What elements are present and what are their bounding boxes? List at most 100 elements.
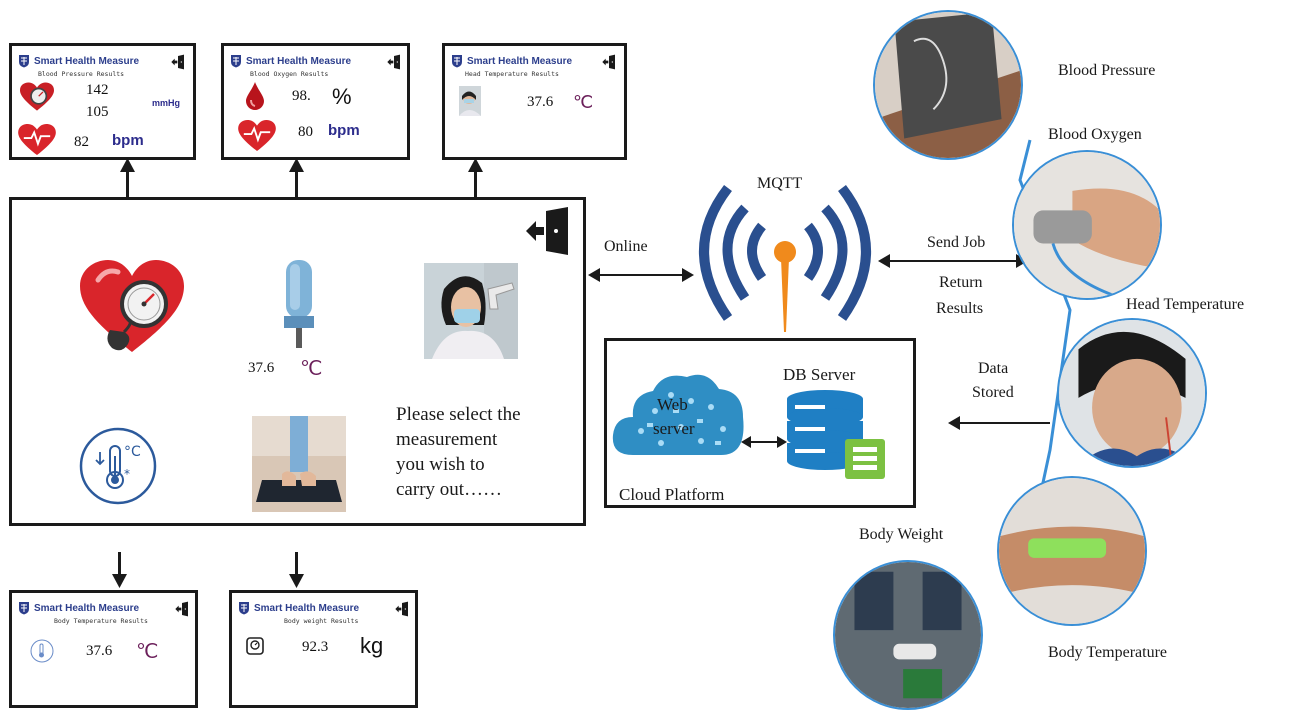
arrow-down-icon: [112, 574, 127, 588]
shield-logo-icon: [451, 54, 463, 68]
shield-logo-icon: [18, 601, 30, 615]
main-temp-value: 37.6: [248, 360, 275, 376]
exit-door-icon[interactable]: [601, 54, 617, 70]
measurement-selection-panel: 37.6 ℃ °C * Please select the measuremen…: [9, 197, 586, 526]
spo2-value: 98.: [292, 88, 311, 104]
prompt-line: Please select the: [396, 404, 521, 425]
arrow-right-icon: [777, 436, 787, 448]
return-results-label: Return: [939, 274, 983, 291]
body-temperature-screen: Smart Health Measure Body Temperature Re…: [9, 590, 198, 708]
blood-pressure-screen: Smart Health Measure Blood Pressure Resu…: [9, 43, 196, 160]
online-label: Online: [604, 238, 648, 255]
blood-pressure-heart-icon[interactable]: [80, 260, 184, 356]
arrow-right-icon: [682, 268, 694, 282]
blood-pressure-device-photo: [873, 10, 1023, 160]
arrow-left-icon: [741, 436, 751, 448]
blood-oxygen-device-label: Blood Oxygen: [1048, 126, 1142, 143]
spo2-unit: %: [332, 84, 352, 109]
heart-rate-value: 82: [74, 134, 89, 150]
heart-gauge-icon: [20, 82, 54, 111]
systolic-value: 142: [86, 82, 109, 98]
arrow-left-icon: [948, 416, 960, 430]
cloud-platform-label: Cloud Platform: [619, 485, 725, 504]
body-weight-device-label: Body Weight: [859, 526, 944, 543]
exit-door-icon[interactable]: [394, 601, 410, 617]
body-weight-value: 92.3: [302, 639, 329, 655]
arrow-up-icon: [289, 158, 304, 172]
app-header: Smart Health Measure: [18, 54, 139, 68]
web-server-label: server: [653, 419, 695, 438]
exit-door-icon[interactable]: [524, 206, 572, 256]
pressure-unit: mmHg: [152, 98, 181, 108]
prompt-line: measurement: [396, 429, 498, 450]
selection-prompt: Please select the measurement you wish t…: [396, 402, 576, 502]
return-results-label: Results: [936, 300, 984, 317]
app-title: Smart Health Measure: [467, 55, 573, 67]
arrow-left-icon: [588, 268, 600, 282]
connector: [958, 422, 1050, 424]
head-temperature-screen: Smart Health Measure Head Temperature Re…: [442, 43, 627, 160]
head-temperature-device-photo: [1057, 318, 1207, 468]
screen-subtitle: Blood Pressure Results: [38, 70, 125, 78]
head-scan-photo-icon: [459, 86, 481, 116]
heart-rate-unit: bpm: [112, 132, 144, 149]
app-title: Smart Health Measure: [34, 602, 140, 614]
body-weight-device-photo: [833, 560, 983, 710]
arrow-up-icon: [120, 158, 135, 172]
app-header: Smart Health Measure: [230, 54, 351, 68]
app-title: Smart Health Measure: [34, 55, 140, 67]
exit-door-icon[interactable]: [170, 54, 186, 70]
screen-subtitle: Body weight Results: [284, 617, 359, 625]
cloud-platform-panel: Web server DB Server Cloud Platform: [604, 338, 916, 508]
heart-pulse-icon: [18, 124, 56, 156]
app-title: Smart Health Measure: [246, 55, 352, 67]
web-server-label: Web: [657, 395, 688, 414]
exit-door-icon[interactable]: [386, 54, 402, 70]
heart-rate-unit: bpm: [328, 122, 360, 139]
heart-rate-value: 80: [298, 124, 313, 140]
svg-text:°C: °C: [124, 444, 141, 460]
connector: [295, 170, 298, 197]
connector: [118, 552, 121, 576]
connector: [747, 441, 779, 443]
main-temp-unit: ℃: [300, 358, 323, 380]
blood-drop-icon: [246, 82, 264, 110]
blood-pressure-device-label: Blood Pressure: [1058, 62, 1156, 79]
wifi-mqtt-icon: [699, 184, 871, 332]
app-header: Smart Health Measure: [238, 601, 359, 615]
body-temperature-device-label: Body Temperature: [1048, 644, 1167, 661]
data-stored-label: Data: [978, 360, 1009, 377]
thermometer-icon[interactable]: °C *: [78, 426, 158, 506]
arrow-up-icon: [468, 158, 483, 172]
app-header: Smart Health Measure: [18, 601, 139, 615]
scale-icon: [246, 637, 264, 655]
prompt-line: you wish to: [396, 454, 485, 475]
svg-text:*: *: [124, 467, 130, 481]
head-temperature-photo[interactable]: [424, 263, 518, 359]
connector: [886, 260, 1020, 262]
head-temp-value: 37.6: [527, 94, 554, 110]
body-temp-value: 37.6: [86, 643, 113, 659]
head-temp-unit: ℃: [573, 92, 594, 112]
body-temperature-device-photo: [997, 476, 1147, 626]
send-job-label: Send Job: [927, 234, 986, 251]
blood-oxygen-device-photo: [1012, 150, 1162, 300]
app-title: Smart Health Measure: [254, 602, 360, 614]
connector: [295, 552, 298, 576]
data-stored-label: Stored: [972, 384, 1014, 401]
pulse-oximeter-icon[interactable]: [282, 260, 316, 348]
arrow-left-icon: [878, 254, 890, 268]
screen-subtitle: Body Temperature Results: [54, 617, 148, 625]
diastolic-value: 105: [86, 104, 109, 120]
blood-oxygen-screen: Smart Health Measure Blood Oxygen Result…: [221, 43, 410, 160]
heart-pulse-icon: [238, 120, 276, 152]
app-header: Smart Health Measure: [451, 54, 572, 68]
shield-logo-icon: [18, 54, 30, 68]
body-weight-scale-photo[interactable]: [252, 416, 346, 512]
connector: [596, 274, 684, 276]
thermometer-icon: [30, 639, 54, 663]
db-server-label: DB Server: [783, 365, 856, 384]
connector: [474, 170, 477, 197]
exit-door-icon[interactable]: [174, 601, 190, 617]
connector: [126, 170, 129, 197]
